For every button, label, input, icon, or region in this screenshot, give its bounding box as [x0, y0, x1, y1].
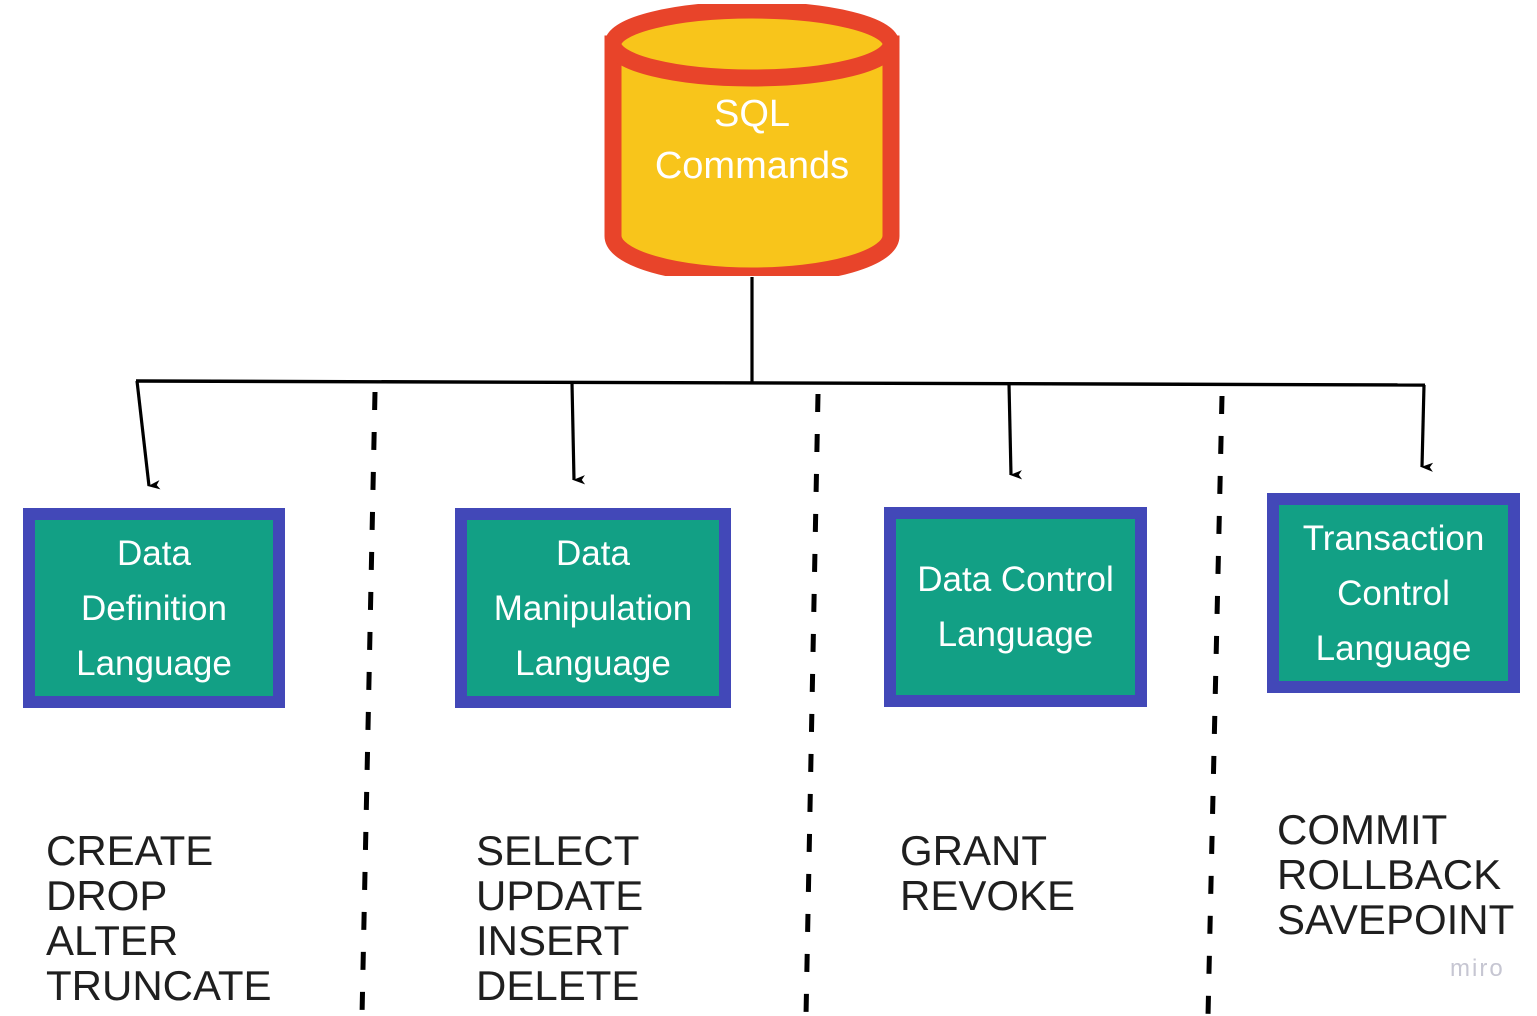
command-list-tcl: COMMIT ROLLBACK SAVEPOINT	[1277, 806, 1515, 943]
category-box-dml[interactable]: Data Manipulation Language	[455, 508, 731, 708]
column-divider-2	[803, 393, 821, 1016]
category-box-tcl-label: Transaction Control Language	[1302, 518, 1485, 668]
category-box-tcl[interactable]: Transaction Control Language	[1267, 493, 1520, 693]
command-list-ddl: CREATE DROP ALTER TRUNCATE	[46, 827, 272, 1009]
column-divider-1	[359, 391, 378, 1016]
command-list-dcl: GRANT REVOKE	[900, 827, 1076, 919]
connector-drop-dcl	[1007, 383, 1023, 480]
category-box-dcl[interactable]: Data Control Language	[884, 507, 1147, 707]
category-box-dml-label: Data Manipulation Language	[493, 533, 693, 683]
connector-drop-tcl	[1420, 384, 1434, 472]
connector-drop-ddl	[135, 380, 161, 490]
command-list-dml: SELECT UPDATE INSERT DELETE	[476, 827, 644, 1009]
sql-commands-cylinder[interactable]: SQL Commands	[604, 4, 900, 276]
database-cylinder-icon	[604, 4, 900, 276]
connector-bus	[135, 379, 1426, 387]
category-box-dcl-label: Data Control Language	[917, 560, 1114, 654]
category-box-ddl-label: Data Definition Language	[76, 533, 232, 683]
connector-drop-dml	[570, 382, 586, 485]
column-divider-3	[1205, 395, 1225, 1016]
miro-watermark: miro	[1450, 955, 1505, 982]
category-box-ddl[interactable]: Data Definition Language	[23, 508, 285, 708]
cylinder-label: SQL Commands	[654, 93, 850, 187]
